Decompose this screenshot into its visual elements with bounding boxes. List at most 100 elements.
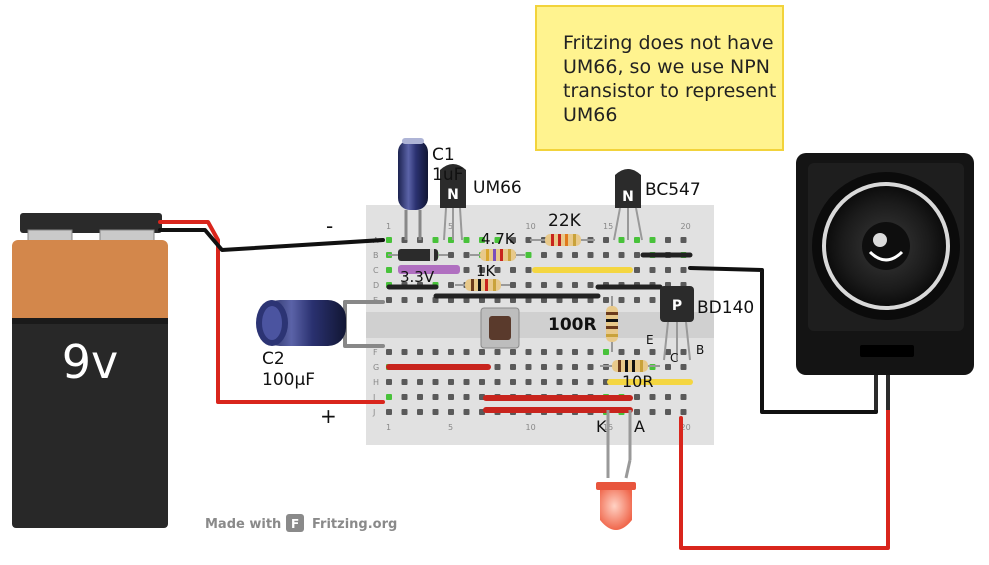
resistor-4-7k	[470, 249, 525, 261]
breadboard-hole	[417, 409, 423, 415]
breadboard-hole	[510, 267, 516, 273]
breadboard-hole	[386, 297, 392, 303]
breadboard-hole	[541, 349, 547, 355]
breadboard-hole	[680, 364, 687, 370]
note-line-3: transistor to represent	[563, 80, 777, 102]
breadboard-hole	[541, 364, 547, 370]
breadboard-hole	[479, 349, 485, 355]
breadboard-hole	[386, 379, 392, 385]
resistor-22k	[530, 234, 595, 246]
c2-name-label: C2	[262, 349, 285, 369]
breadboard-hole	[494, 267, 501, 273]
annotation-note: Fritzing does not have UM66, so we use N…	[535, 5, 784, 151]
zener-diode	[388, 249, 448, 261]
breadboard-hole	[665, 409, 671, 415]
breadboard-hole	[572, 349, 578, 355]
breadboard-hole	[634, 267, 640, 273]
breadboard-hole	[401, 297, 408, 303]
breadboard-hole	[386, 267, 392, 273]
breadboard-row-label: G	[373, 363, 379, 372]
breadboard-hole	[587, 379, 594, 385]
battery-negative-wire	[158, 228, 385, 252]
resistor-100r	[606, 296, 618, 352]
breadboard-row-label: F	[373, 348, 378, 357]
note-line-1: Fritzing does not have	[563, 32, 774, 54]
breadboard-hole	[417, 297, 423, 303]
breadboard-hole	[603, 237, 609, 243]
breadboard-hole	[665, 364, 671, 370]
breadboard-hole	[386, 409, 392, 415]
breadboard-hole	[463, 267, 470, 273]
breadboard-hole	[603, 349, 609, 355]
c2-value-label: 100µF	[262, 370, 315, 390]
breadboard-hole	[510, 282, 516, 288]
breadboard-hole	[463, 409, 470, 415]
breadboard-hole	[680, 267, 687, 273]
breadboard-hole	[510, 364, 516, 370]
breadboard-column-label: 5	[448, 222, 453, 231]
breadboard-hole	[448, 379, 454, 385]
breadboard-hole	[510, 379, 516, 385]
breadboard-hole	[525, 267, 532, 273]
bd140-pin-b-label: B	[696, 343, 704, 357]
battery-label: 9v	[62, 335, 119, 389]
breadboard-hole	[649, 267, 656, 273]
breadboard-hole	[448, 282, 454, 288]
breadboard-hole	[432, 409, 439, 415]
breadboard-column-label: 10	[526, 222, 536, 231]
resistor-4-7k-label: 4.7K	[481, 230, 516, 248]
brand-label: Fritzing.org	[312, 517, 397, 532]
breadboard-hole	[649, 349, 656, 355]
breadboard-hole	[401, 379, 408, 385]
c1-name-label: C1	[432, 145, 455, 165]
breadboard-hole	[587, 349, 594, 355]
breadboard-hole	[401, 409, 408, 415]
breadboard-row-label: B	[373, 251, 379, 260]
fritzing-watermark: Made with F Fritzing.org	[205, 514, 397, 532]
bc547-label: BC547	[645, 180, 701, 200]
breadboard-hole	[587, 364, 594, 370]
breadboard-row-label: H	[373, 378, 379, 387]
breadboard-column-label: 5	[448, 423, 453, 432]
bd140-pin-c-label: C	[670, 351, 678, 365]
speaker-red-wire	[679, 406, 890, 550]
led	[596, 410, 636, 530]
breadboard-hole	[665, 237, 671, 243]
violet-jumper	[398, 265, 460, 274]
breadboard-hole	[634, 409, 640, 415]
breadboard-hole	[494, 237, 501, 243]
breadboard-hole	[680, 394, 687, 400]
breadboard-hole	[634, 394, 640, 400]
capacitor-c1	[398, 138, 428, 240]
breadboard-hole	[572, 252, 578, 258]
breadboard-hole	[665, 349, 671, 355]
breadboard-hole	[634, 297, 640, 303]
breadboard-hole	[541, 379, 547, 385]
resistor-22k-label: 22K	[548, 211, 582, 231]
breadboard-row-label: D	[373, 281, 379, 290]
breadboard-column-label: 1	[386, 222, 391, 231]
breadboard-hole	[572, 282, 578, 288]
breadboard-hole	[386, 237, 392, 243]
breadboard-row-label: C	[373, 266, 379, 275]
breadboard-hole	[618, 252, 625, 258]
breadboard-row-label: J	[372, 408, 375, 417]
plus-label: +	[320, 404, 337, 428]
um66-label: UM66	[473, 178, 522, 198]
breadboard-column-label: 20	[681, 423, 691, 432]
transistor-um66: N	[440, 164, 466, 241]
resistor-1k	[455, 279, 510, 291]
svg-text:F: F	[291, 517, 299, 531]
breadboard-hole	[448, 349, 454, 355]
note-line-4: UM66	[563, 104, 618, 126]
led-cathode-label: K	[596, 417, 607, 436]
breadboard-hole	[432, 394, 439, 400]
resistor-10r-label: 10R	[622, 372, 653, 391]
breadboard-hole	[618, 237, 625, 243]
breadboard-hole	[587, 282, 594, 288]
breadboard-hole	[463, 379, 470, 385]
bd140-label: BD140	[697, 298, 754, 318]
svg-text:N: N	[622, 189, 634, 205]
